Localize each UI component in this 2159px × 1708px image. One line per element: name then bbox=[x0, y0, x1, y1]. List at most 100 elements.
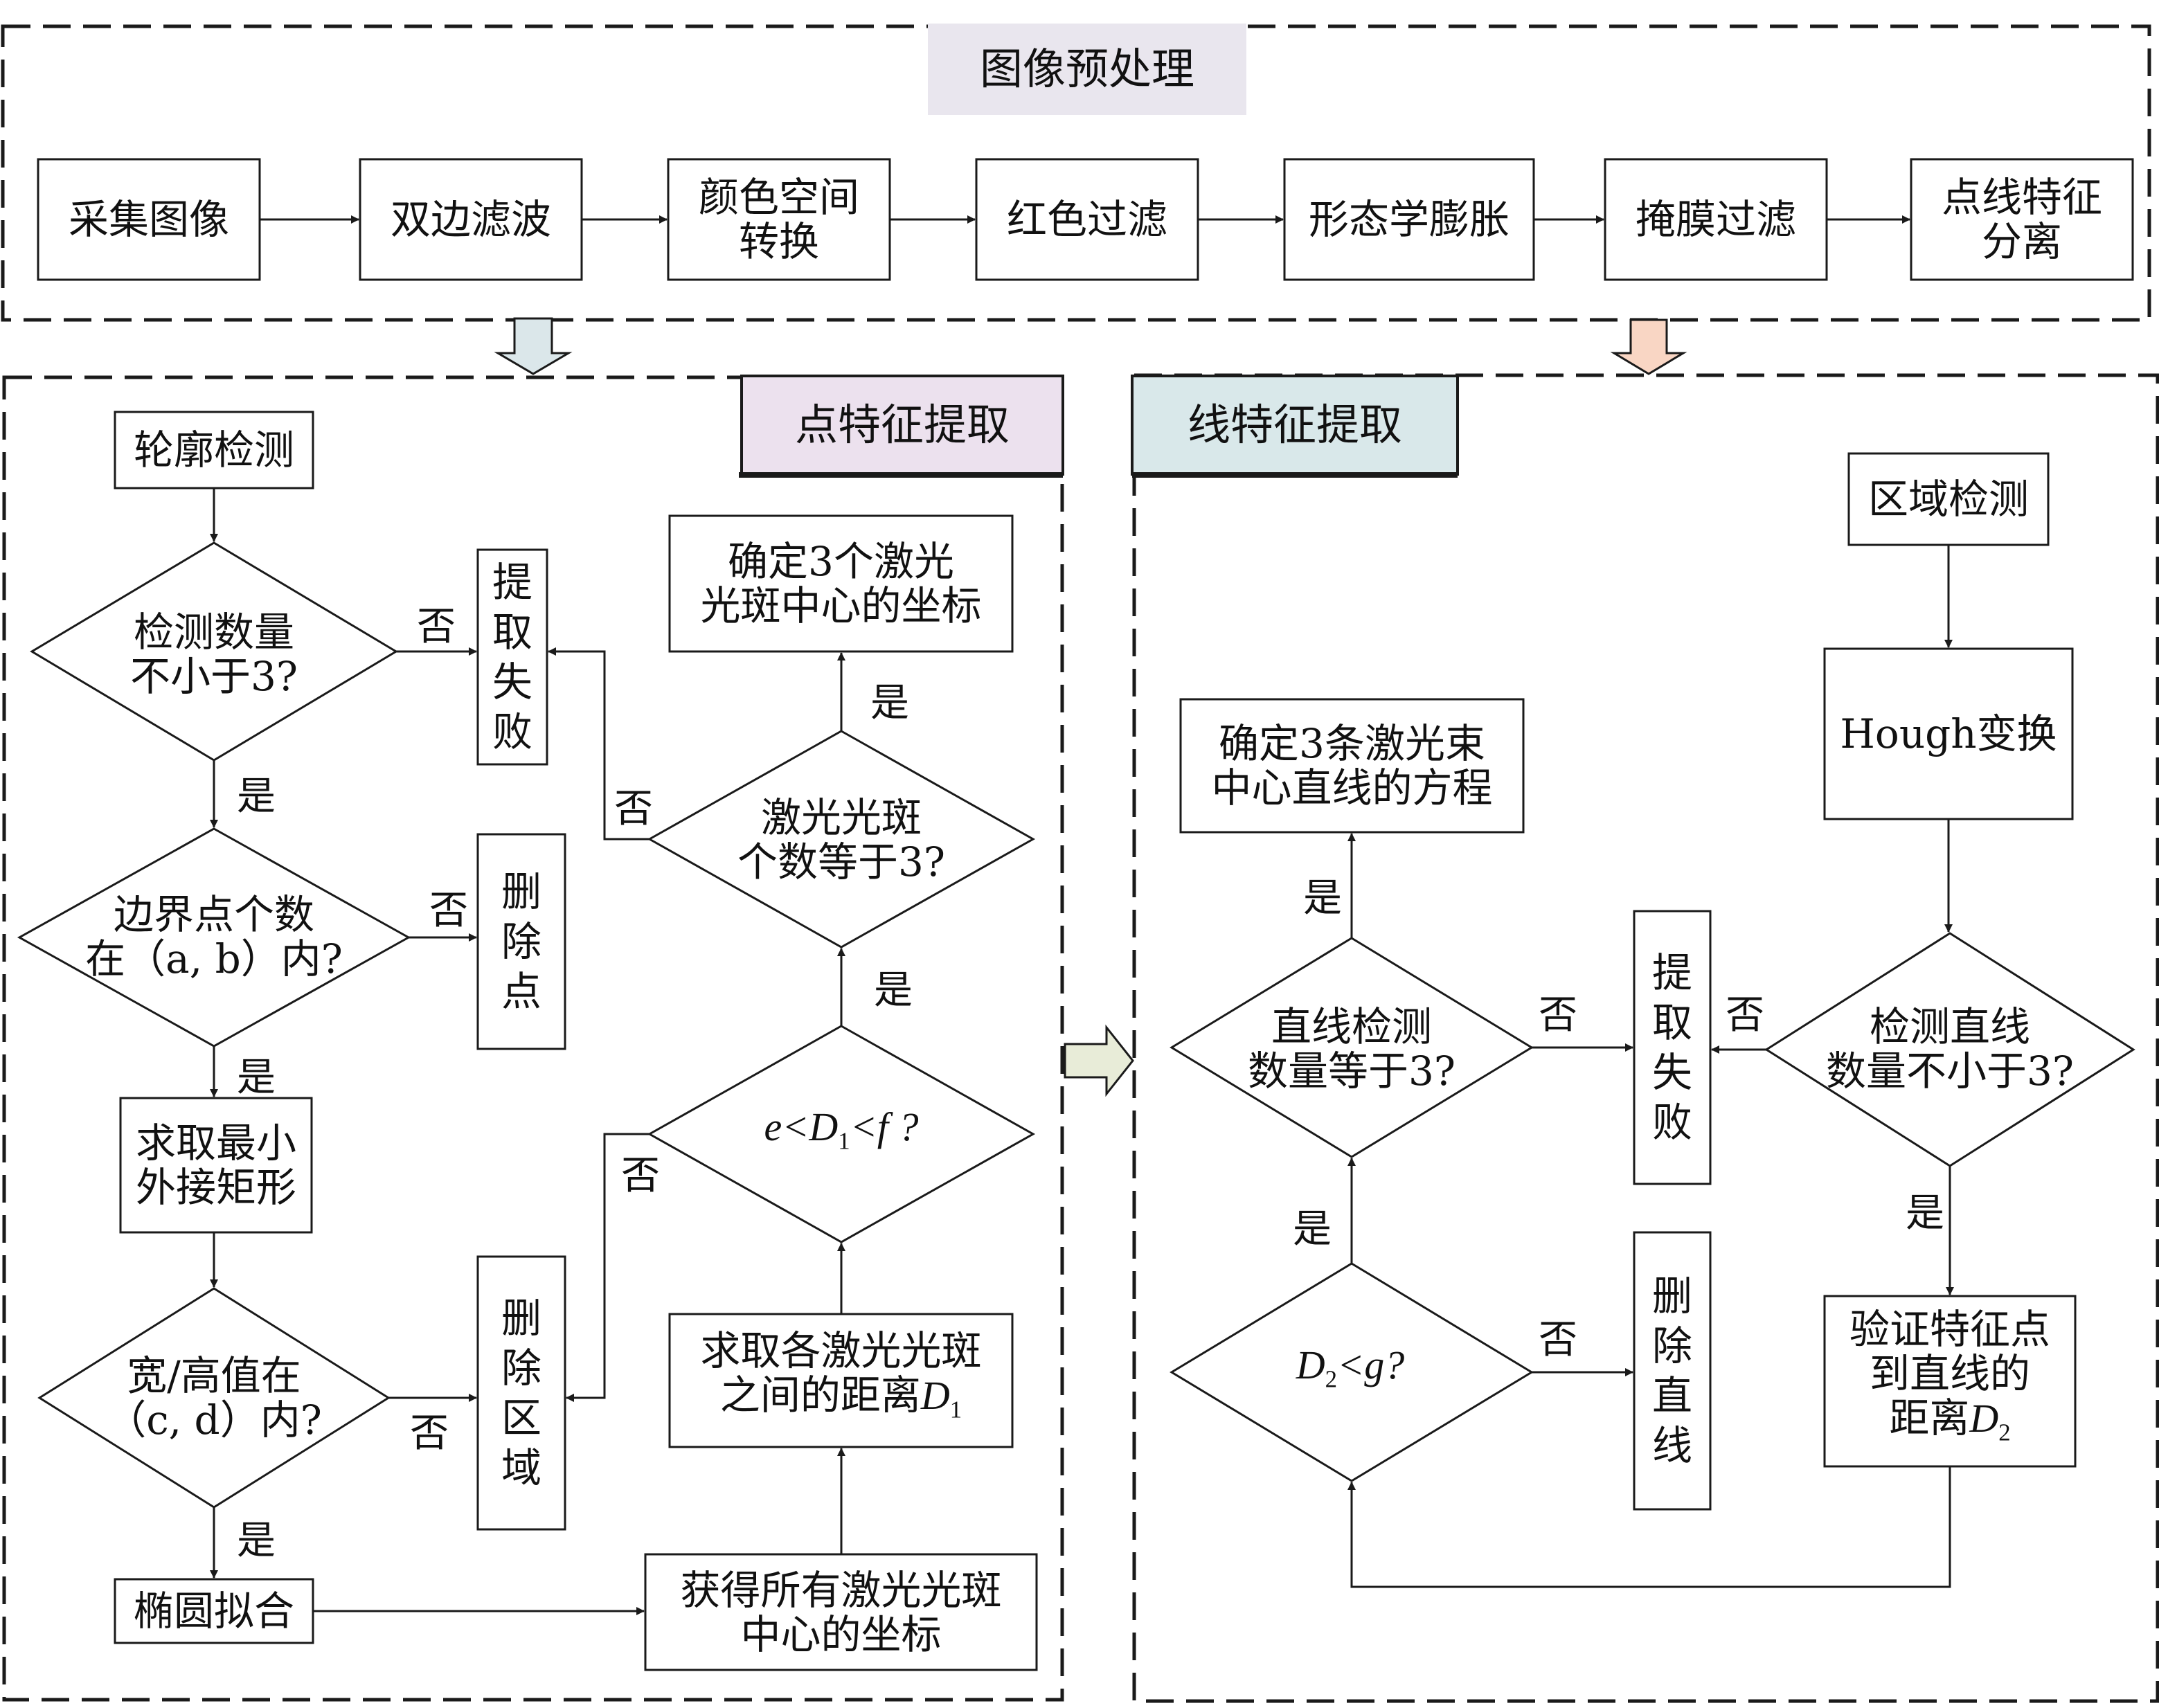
extract-fail-char-4: 败 bbox=[492, 708, 532, 755]
edge-label-no: 否 bbox=[1726, 992, 1764, 1038]
distance-text-2: 之间的距离D1 bbox=[719, 1372, 962, 1423]
arrow-distance-no bbox=[566, 1133, 650, 1402]
step-capture-box bbox=[37, 158, 261, 281]
confirm-lines-label: 确定3条激光束 中心直线的方程 bbox=[1181, 699, 1523, 832]
ellipse-fit-label: 椭圆拟合 bbox=[115, 1579, 313, 1643]
step-colorspace-box bbox=[667, 158, 891, 281]
point-tab-title-text: 点特征提取 bbox=[794, 399, 1010, 450]
edge-label-yes: 是 bbox=[237, 1054, 276, 1100]
d2-decision-diamond bbox=[1170, 1262, 1534, 1482]
verify-distance-text-1: 验证特征点 bbox=[1849, 1306, 2050, 1354]
delete-line-char-3: 直 bbox=[1651, 1372, 1692, 1419]
line-count-decision-text-1: 检测直线 bbox=[1869, 1003, 2030, 1050]
step-mask-box bbox=[1604, 158, 1828, 281]
line-fail-char-2: 取 bbox=[1651, 999, 1692, 1046]
line-tab-box bbox=[1131, 375, 1459, 476]
line-count-decision-label: 检测直线 数量不小于3? bbox=[1814, 997, 2086, 1101]
delete-line-char-1: 删 bbox=[1651, 1273, 1692, 1320]
step-redfilter-label: 红色过滤 bbox=[976, 159, 1198, 280]
verify-distance-text-3: 距离D2 bbox=[1889, 1394, 2011, 1446]
line-count-decision-text-2: 数量不小于3? bbox=[1826, 1048, 2074, 1095]
distance-decision-text: e<D1<f ? bbox=[764, 1104, 919, 1155]
step-separate-label: 点线特征 分离 bbox=[1911, 159, 2133, 280]
line-eq-decision-diamond bbox=[1170, 937, 1534, 1158]
line-eq-decision-text-2: 数量等于3? bbox=[1248, 1048, 1455, 1095]
confirm-spots-label: 确定3个激光 光斑中心的坐标 bbox=[670, 516, 1012, 651]
edge-label-no: 否 bbox=[1539, 992, 1577, 1038]
d2-decision-label: D2<g? bbox=[1246, 1339, 1454, 1405]
step-bilateral-label: 双边滤波 bbox=[360, 159, 582, 280]
get-centers-text-1: 获得所有激光光斑 bbox=[680, 1566, 1002, 1614]
spot-count-decision-text-1: 激光光斑 bbox=[760, 794, 922, 841]
confirm-spots-text-2: 光斑中心的坐标 bbox=[700, 582, 982, 629]
line-fail-label: 提 取 失 败 bbox=[1634, 911, 1710, 1184]
min-rect-box bbox=[119, 1097, 313, 1234]
line-fail-box bbox=[1633, 910, 1712, 1185]
edge-label-yes: 是 bbox=[874, 967, 913, 1013]
confirm-lines-text-1: 确定3条激光束 bbox=[1219, 720, 1485, 767]
confirm-lines-box bbox=[1179, 698, 1525, 834]
step-separate-text-2: 分离 bbox=[1981, 218, 2062, 265]
hough-box bbox=[1823, 647, 2074, 820]
extract-fail-char-3: 失 bbox=[492, 658, 532, 705]
step-separate-text-1: 点线特征 bbox=[1941, 174, 2102, 221]
edge-label-yes: 是 bbox=[237, 773, 276, 819]
spot-count-decision-diamond bbox=[647, 730, 1036, 949]
preprocess-title-text: 图像预处理 bbox=[979, 44, 1194, 94]
preprocess-title: 图像预处理 bbox=[928, 24, 1246, 115]
step-separate-box bbox=[1910, 158, 2134, 281]
line-fail-char-4: 败 bbox=[1651, 1099, 1692, 1146]
confirm-spots-box bbox=[668, 514, 1014, 653]
step-dilate-text: 形态学膨胀 bbox=[1308, 196, 1509, 243]
distance-decision-label: e<D1<f ? bbox=[720, 1101, 962, 1167]
preprocess-frame bbox=[1, 24, 2151, 322]
region-detect-label: 区域检测 bbox=[1849, 453, 2048, 545]
count-decision-text-1: 检测数量 bbox=[133, 609, 294, 656]
step-dilate-label: 形态学膨胀 bbox=[1284, 159, 1534, 280]
down-arrow-orange-icon bbox=[1610, 318, 1687, 375]
delete-point-char-2: 除 bbox=[501, 918, 541, 965]
delete-line-char-2: 除 bbox=[1651, 1322, 1692, 1369]
step-bilateral-text: 双边滤波 bbox=[390, 196, 551, 243]
step-colorspace-label: 颜色空间 转换 bbox=[668, 159, 890, 280]
spot-count-decision-label: 激光光斑 个数等于3? bbox=[720, 789, 962, 890]
contour-detect-text: 轮廓检测 bbox=[133, 426, 294, 474]
line-fail-char-1: 提 bbox=[1651, 949, 1692, 996]
hough-text: Hough变换 bbox=[1840, 710, 2057, 757]
delete-region-char-2: 除 bbox=[501, 1345, 541, 1392]
delete-region-char-1: 删 bbox=[501, 1295, 541, 1342]
distance-box bbox=[668, 1313, 1014, 1448]
ratio-decision-text-1: 宽/高值在 bbox=[127, 1352, 301, 1399]
delete-line-box bbox=[1633, 1231, 1712, 1511]
delete-region-char-3: 区 bbox=[501, 1394, 541, 1441]
hough-label: Hough变换 bbox=[1825, 649, 2072, 819]
edge-label-no: 否 bbox=[410, 1410, 449, 1456]
step-bilateral-box bbox=[359, 158, 583, 281]
line-eq-decision-text-1: 直线检测 bbox=[1271, 1003, 1432, 1050]
delete-point-box bbox=[476, 833, 566, 1050]
boundary-decision-text-1: 边界点个数 bbox=[113, 891, 314, 938]
step-mask-label: 掩膜过滤 bbox=[1605, 159, 1827, 280]
step-capture-text: 采集图像 bbox=[68, 196, 229, 243]
ratio-decision-label: 宽/高值在 （c, d）内? bbox=[76, 1346, 352, 1450]
boundary-decision-text-2: 在（a, b）内? bbox=[85, 935, 343, 982]
contour-detect-label: 轮廓检测 bbox=[115, 412, 313, 488]
edge-label-no: 否 bbox=[1539, 1317, 1577, 1363]
delete-point-char-1: 删 bbox=[501, 868, 541, 915]
distance-label: 求取各激光光斑 之间的距离D1 bbox=[670, 1314, 1012, 1447]
step-colorspace-text-1: 颜色空间 bbox=[698, 174, 859, 221]
edge-label-no: 否 bbox=[621, 1153, 660, 1198]
line-tab-title: 线特征提取 bbox=[1132, 376, 1458, 474]
delete-line-label: 删 除 直 线 bbox=[1634, 1232, 1710, 1509]
edge-label-no: 否 bbox=[429, 888, 468, 933]
extract-fail-label: 提 取 失 败 bbox=[478, 550, 547, 764]
spot-count-decision-text-2: 个数等于3? bbox=[737, 838, 945, 886]
preprocess-title-box bbox=[928, 24, 1246, 115]
line-extraction-frame bbox=[1132, 373, 2159, 1703]
get-centers-box bbox=[644, 1553, 1038, 1671]
step-redfilter-text: 红色过滤 bbox=[1006, 196, 1167, 243]
step-mask-text: 掩膜过滤 bbox=[1635, 196, 1796, 243]
delete-point-char-3: 点 bbox=[501, 968, 541, 1015]
point-tab-title: 点特征提取 bbox=[742, 376, 1063, 474]
